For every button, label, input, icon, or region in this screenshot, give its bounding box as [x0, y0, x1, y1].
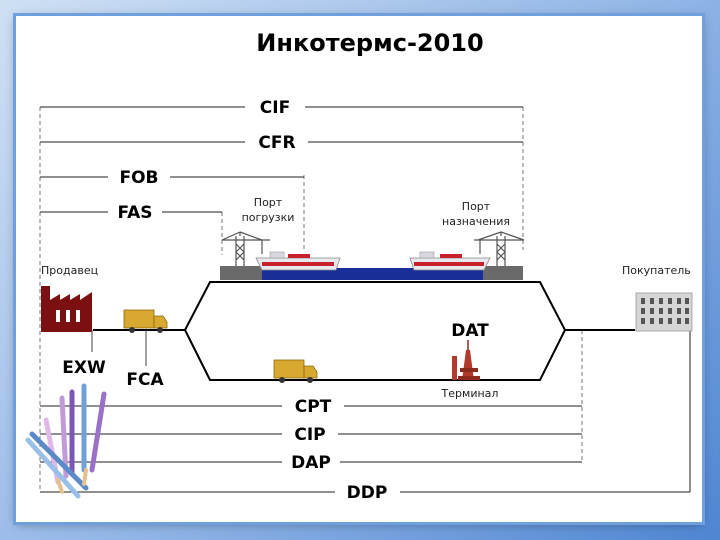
term-lines	[40, 106, 691, 493]
term-fca: FCA	[126, 370, 164, 390]
term-fob: FOB	[119, 168, 158, 188]
crane-icon	[474, 231, 525, 266]
truck-icon	[123, 309, 168, 333]
buyer-label: Покупатель	[622, 264, 691, 277]
port-destination-label-2: назначения	[442, 215, 510, 228]
term-cif: CIF	[260, 98, 290, 118]
term-fas: FAS	[117, 203, 152, 223]
term-exw: EXW	[62, 358, 106, 378]
sea	[262, 268, 483, 280]
truck-icon	[273, 359, 318, 383]
port-loading-label-1: Порт	[254, 196, 283, 209]
terminal-tower-icon	[452, 340, 480, 380]
tick-lines	[91, 330, 147, 366]
dashed-boundaries	[39, 107, 583, 492]
term-cpt: CPT	[295, 397, 332, 417]
term-cip: CIP	[294, 425, 325, 445]
building-icon	[635, 292, 693, 332]
transport-route	[93, 281, 635, 381]
crane-icon	[221, 231, 270, 266]
factory-icon	[41, 286, 92, 332]
loading-quay	[220, 266, 262, 280]
term-ddp: DDP	[347, 483, 388, 503]
port-loading-label-2: погрузки	[242, 211, 295, 224]
terminal-label: Терминал	[441, 387, 499, 400]
ship-icon	[409, 251, 491, 271]
port-destination-label-1: Порт	[462, 200, 491, 213]
term-dap: DAP	[291, 453, 331, 473]
destination-quay	[483, 266, 523, 280]
seller-label: Продавец	[41, 264, 98, 277]
term-dat: DAT	[451, 321, 489, 341]
pencils-icon	[25, 383, 107, 499]
term-cfr: CFR	[258, 133, 295, 153]
diagram-title: Инкотермс-2010	[256, 29, 483, 57]
ship-icon	[255, 251, 341, 271]
